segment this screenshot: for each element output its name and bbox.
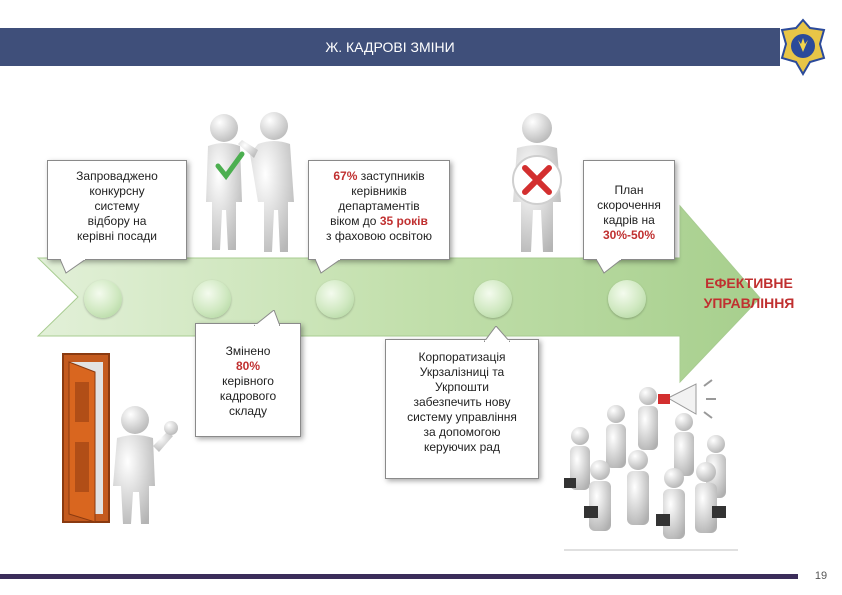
callout-text-line: складу (228, 404, 268, 418)
reduction-range: 30%-50% (602, 228, 656, 242)
briefcase-icon (564, 478, 726, 526)
approval-figures-illustration (206, 112, 294, 252)
timeline-node-2 (193, 280, 231, 318)
callout-text-line: за допомогою (423, 425, 501, 439)
callout-management-change: Змінено 80% керівного кадрового складу (195, 310, 301, 437)
timeline-node-5 (608, 280, 646, 318)
page-number: 19 (814, 570, 828, 582)
callout-text-line: віком до (330, 214, 380, 228)
callout-deputies: 67% заступників керівників департаментів… (308, 160, 450, 274)
callout-text-line: департаментів (338, 199, 420, 213)
change-percent: 80% (235, 359, 261, 373)
megaphone-icon (658, 379, 716, 419)
callout-text-line: Корпоратизація (418, 350, 506, 364)
callout-competitive-selection: Запроваджено конкурсну систему відбору н… (47, 160, 187, 274)
callout-text-line: конкурсну (89, 184, 145, 198)
timeline-node-3 (316, 280, 354, 318)
checkmark-icon (215, 151, 245, 181)
callout-corporatization: Корпоратизація Укрзалізниці та Укрпошти … (385, 326, 539, 479)
title-bar (0, 28, 780, 66)
callout-text-line: з фаховою освітою (326, 229, 432, 243)
goal-label: ЕФЕКТИВНЕ УПРАВЛІННЯ (688, 273, 810, 313)
callout-text-line: систему управління (407, 410, 517, 424)
callout-text-line: керівного (222, 374, 274, 388)
door-icon (62, 353, 110, 523)
callout-text-line: Укрпошти (434, 380, 489, 394)
goal-line: ЕФЕКТИВНЕ (705, 275, 793, 291)
callout-text-line: кадрів на (603, 213, 655, 227)
callout-text-line: керуючих рад (424, 440, 500, 454)
footer-line (0, 574, 798, 579)
crowd-megaphone-illustration (564, 379, 738, 551)
callout-text-line: відбору на (87, 214, 147, 228)
goal-line: УПРАВЛІННЯ (703, 295, 795, 311)
deputies-percent: 67% (333, 169, 358, 183)
callout-text-line: кадрового (219, 389, 277, 403)
callout-text-line: систему (94, 199, 140, 213)
callout-text-line: керівні посади (77, 229, 157, 243)
callout-text-line: скорочення (597, 198, 661, 212)
timeline-node-1 (84, 280, 122, 318)
callout-text-line: заступників (357, 169, 425, 183)
callout-text-line: План (614, 183, 644, 197)
callout-text-line: керівників (351, 184, 407, 198)
rejection-figure-illustration (512, 113, 562, 252)
emblem-icon (780, 18, 826, 76)
age-limit: 35 років (379, 214, 428, 228)
callout-staff-reduction: План скорочення кадрів на 30%-50% (583, 160, 675, 274)
page-title: Ж. КАДРОВІ ЗМІНИ (325, 39, 455, 55)
door-figure-illustration (62, 353, 178, 524)
timeline-node-4 (474, 280, 512, 318)
callout-text-line: Запроваджено (76, 169, 158, 183)
callout-text-line: Змінено (225, 344, 271, 358)
callout-text-line: забезпечить нову (413, 395, 511, 409)
callout-text-line: Укрзалізниці та (419, 365, 505, 379)
cross-icon (522, 165, 552, 195)
